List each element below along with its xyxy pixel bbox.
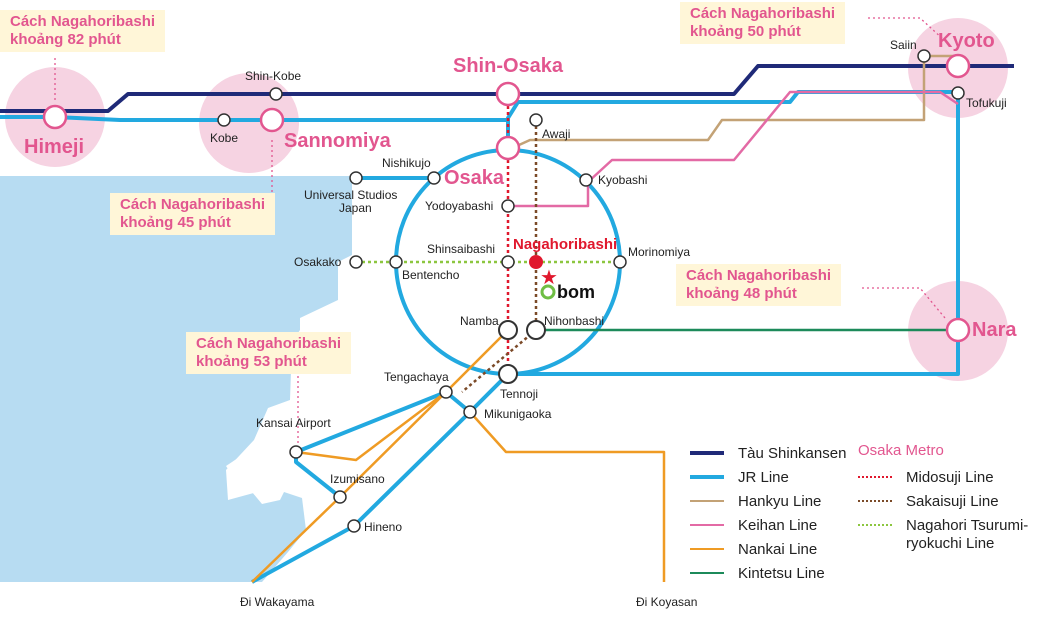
callout-kyoto-line2: khoảng 50 phút: [690, 23, 801, 40]
callout-nara-line1: Cách Nagahoribashi: [686, 267, 832, 284]
bom-logo-icon: [540, 284, 556, 300]
legend-label-nankai: Nankai Line: [738, 540, 818, 558]
callout-himeji: Cách Nagahoribashi khoảng 82 phút: [0, 10, 166, 52]
station-label-awaji: Awaji: [542, 127, 570, 141]
interchange-markers: [498, 320, 546, 384]
station-label-yodoyabashi: Yodoyabashi: [425, 199, 493, 213]
legend-label-shinkansen: Tàu Shinkansen: [738, 444, 847, 462]
station-label-namba: Namba: [460, 314, 499, 328]
station-label-osakako: Osakako: [294, 255, 342, 269]
station-label-tofukuji: Tofukuji: [966, 96, 1007, 110]
station-label-kobe: Kobe: [210, 131, 238, 145]
station-label-kyobashi: Kyobashi: [598, 173, 647, 187]
callout-himeji-line2: khoảng 82 phút: [10, 31, 121, 48]
station-label-sannomiya: Sannomiya: [284, 130, 392, 152]
legend-nagahori-cont: ryokuchi Line: [906, 534, 994, 552]
legend-label-sakaisuji: Sakaisuji Line: [906, 492, 999, 510]
kansai-airport-island: [226, 442, 290, 504]
callout-airport-line1: Cách Nagahoribashi: [196, 335, 342, 352]
station-label-osaka: Osaka: [444, 167, 505, 189]
legend-kintetsu: Kintetsu Line: [690, 564, 825, 582]
callout-nara-line2: khoảng 48 phút: [686, 285, 797, 302]
destination-koyasan: Đi Koyasan: [636, 595, 697, 609]
callout-himeji-line1: Cách Nagahoribashi: [10, 13, 156, 30]
station-label-nishikujo: Nishikujo: [382, 156, 431, 170]
hankyu-line: [507, 56, 926, 152]
legend-sakaisuji: Sakaisuji Line: [858, 492, 999, 510]
callout-airport: Cách Nagahoribashi khoảng 53 phút: [186, 332, 352, 374]
station-label-hineno: Hineno: [364, 520, 402, 534]
station-label-kyoto: Kyoto: [938, 30, 995, 52]
callout-sannomiya-line2: khoảng 45 phút: [120, 214, 231, 231]
legend-swatch-nankai: [690, 548, 724, 550]
callout-airport-line2: khoảng 53 phút: [196, 353, 307, 370]
legend-keihan: Keihan Line: [690, 516, 817, 534]
nankai-lines: [251, 329, 666, 583]
station-label-tennoji: Tennoji: [500, 387, 538, 401]
keihan-line: [508, 90, 959, 208]
station-label-usj-1: Universal Studios: [304, 188, 397, 202]
station-label-nagahoribashi: Nagahoribashi: [513, 236, 617, 253]
legend-label-keihan: Keihan Line: [738, 516, 818, 534]
legend-swatch-sakaisuji: [858, 500, 892, 502]
legend-label-jr: JR Line: [738, 468, 789, 486]
destination-wakayama: Đi Wakayama: [240, 595, 315, 609]
station-label-shinsaibashi: Shinsaibashi: [427, 242, 495, 256]
station-label-izumisano: Izumisano: [330, 472, 385, 486]
station-label-tengachaya: Tengachaya: [384, 370, 449, 384]
legend-midosuji: Midosuji Line: [858, 468, 994, 486]
star-icon: ★: [540, 267, 558, 289]
station-label-nara: Nara: [972, 319, 1017, 341]
station-label-morinomiya: Morinomiya: [628, 245, 690, 259]
station-label-himeji: Himeji: [24, 136, 84, 158]
callout-leaders: [54, 17, 946, 446]
legend-label-hankyu: Hankyu Line: [738, 492, 822, 510]
station-label-nihonbashi: Nihonbashi: [544, 314, 604, 328]
nagahoribashi-marker: [529, 255, 543, 269]
legend-jr: JR Line: [690, 468, 789, 486]
station-label-usj-2: Japan: [339, 201, 372, 215]
legend-metro-title: Osaka Metro: [858, 442, 944, 459]
callout-kyoto: Cách Nagahoribashi khoảng 50 phút: [680, 2, 846, 44]
callout-kyoto-line1: Cách Nagahoribashi: [690, 5, 836, 22]
callout-sannomiya-line1: Cách Nagahoribashi: [120, 196, 266, 213]
legend-nankai: Nankai Line: [690, 540, 817, 558]
station-label-saiin: Saiin: [890, 38, 917, 52]
legend-swatch-nagahori: [858, 524, 892, 526]
legend-nagahori: Nagahori Tsurumi-: [858, 516, 1028, 534]
legend-hankyu: Hankyu Line: [690, 492, 821, 510]
legend-swatch-hankyu: [690, 500, 724, 502]
osaka-bay: [0, 176, 352, 582]
major-station-markers: [42, 53, 971, 343]
station-label-bentencho: Bentencho: [402, 268, 460, 282]
callout-nara: Cách Nagahoribashi khoảng 48 phút: [676, 264, 842, 306]
legend-label-nagahori-1: Nagahori Tsurumi-: [906, 516, 1029, 534]
shinkansen-line: [0, 64, 1014, 113]
legend-label-nagahori-2: ryokuchi Line: [906, 534, 995, 552]
legend-swatch-shinkansen: [690, 451, 724, 455]
legend-swatch-jr: [690, 475, 724, 479]
station-label-mikunigaoka: Mikunigaoka: [484, 407, 552, 421]
legend-swatch-kintetsu: [690, 572, 724, 574]
legend-label-kintetsu: Kintetsu Line: [738, 564, 825, 582]
station-label-shin-kobe: Shin-Kobe: [245, 69, 301, 83]
station-label-shin-osaka: Shin-Osaka: [453, 55, 564, 77]
bom-logo-text: bom: [557, 282, 595, 302]
legend-swatch-keihan: [690, 524, 724, 526]
legend-swatch-midosuji: [858, 476, 892, 478]
callout-sannomiya: Cách Nagahoribashi khoảng 45 phút: [110, 193, 276, 235]
legend-shinkansen: Tàu Shinkansen: [690, 444, 846, 462]
legend-label-midosuji: Midosuji Line: [906, 468, 994, 486]
station-label-kansai-airport: Kansai Airport: [256, 416, 331, 430]
station-markers: [217, 49, 965, 533]
